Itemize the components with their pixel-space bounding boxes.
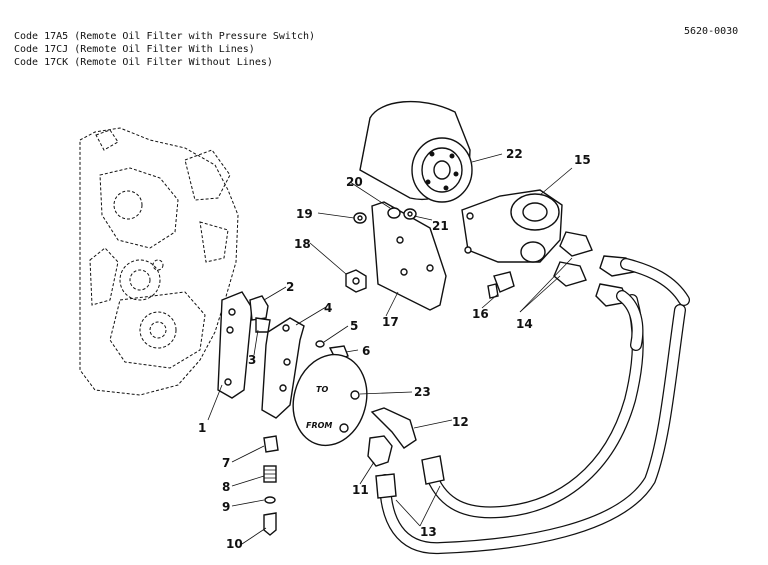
callout-1: 1	[198, 421, 206, 435]
callout-11: 11	[352, 483, 369, 497]
part-12-elbow	[370, 407, 417, 449]
callout-22: 22	[506, 147, 523, 161]
callout-6: 6	[362, 344, 370, 358]
callout-4: 4	[324, 301, 332, 315]
callout-8: 8	[222, 480, 230, 494]
part-8-spring	[263, 465, 277, 483]
code-line-17a5: Code 17A5 (Remote Oil Filter with Pressu…	[14, 31, 316, 42]
part-16-pressure-switch	[487, 271, 515, 299]
part-20-washer	[387, 207, 401, 219]
callout-20: 20	[346, 175, 363, 189]
callout-13: 13	[420, 525, 437, 539]
code-line-17ck: Code 17CK (Remote Oil Filter Without Lin…	[14, 57, 273, 68]
code-line-17cj: Code 17CJ (Remote Oil Filter With Lines)	[14, 44, 255, 55]
engine-outline	[79, 127, 239, 396]
code-list: Code 17A5 (Remote Oil Filter with Pressu…	[14, 30, 315, 69]
callout-5: 5	[350, 319, 358, 333]
plate-marking-from: FROM	[306, 421, 332, 430]
callout-15: 15	[574, 153, 591, 167]
leader-lines	[207, 153, 573, 545]
callout-numbers: 1 2 3 4 5 6 7 8 9 10 11 12 13 14 15 16 1…	[198, 147, 591, 551]
part-22-oil-filter	[359, 100, 473, 203]
callout-9: 9	[222, 500, 230, 514]
plate-marking-to: TO	[316, 385, 328, 394]
part-19-washer	[353, 212, 367, 224]
callout-18: 18	[294, 237, 311, 251]
callout-7: 7	[222, 456, 230, 470]
part-1-bracket-plate	[217, 291, 253, 399]
callout-14: 14	[516, 317, 533, 331]
part-5-washer	[315, 340, 325, 348]
callout-16: 16	[472, 307, 489, 321]
part-2-fitting	[249, 295, 271, 333]
callout-10: 10	[226, 537, 243, 551]
document-number: 5620-0030	[684, 26, 739, 37]
part-23-adapter-plate: TO FROM	[292, 353, 368, 447]
part-7-cap	[263, 435, 279, 453]
part-18-nut	[345, 269, 367, 293]
part-9-washer	[264, 496, 276, 504]
part-4-mounting-bracket	[261, 317, 305, 419]
callout-17: 17	[382, 315, 399, 329]
callout-2: 2	[286, 280, 294, 294]
callout-21: 21	[432, 219, 449, 233]
part-10-plug	[263, 512, 277, 536]
callout-3: 3	[248, 353, 256, 367]
callout-12: 12	[452, 415, 469, 429]
callout-19: 19	[296, 207, 313, 221]
part-14-fittings	[553, 231, 690, 351]
part-17-bracket	[371, 201, 447, 311]
part-15-filter-head	[461, 189, 563, 263]
callout-23: 23	[414, 385, 431, 399]
part-21-nut	[403, 208, 417, 220]
part-11-elbow	[367, 435, 393, 467]
